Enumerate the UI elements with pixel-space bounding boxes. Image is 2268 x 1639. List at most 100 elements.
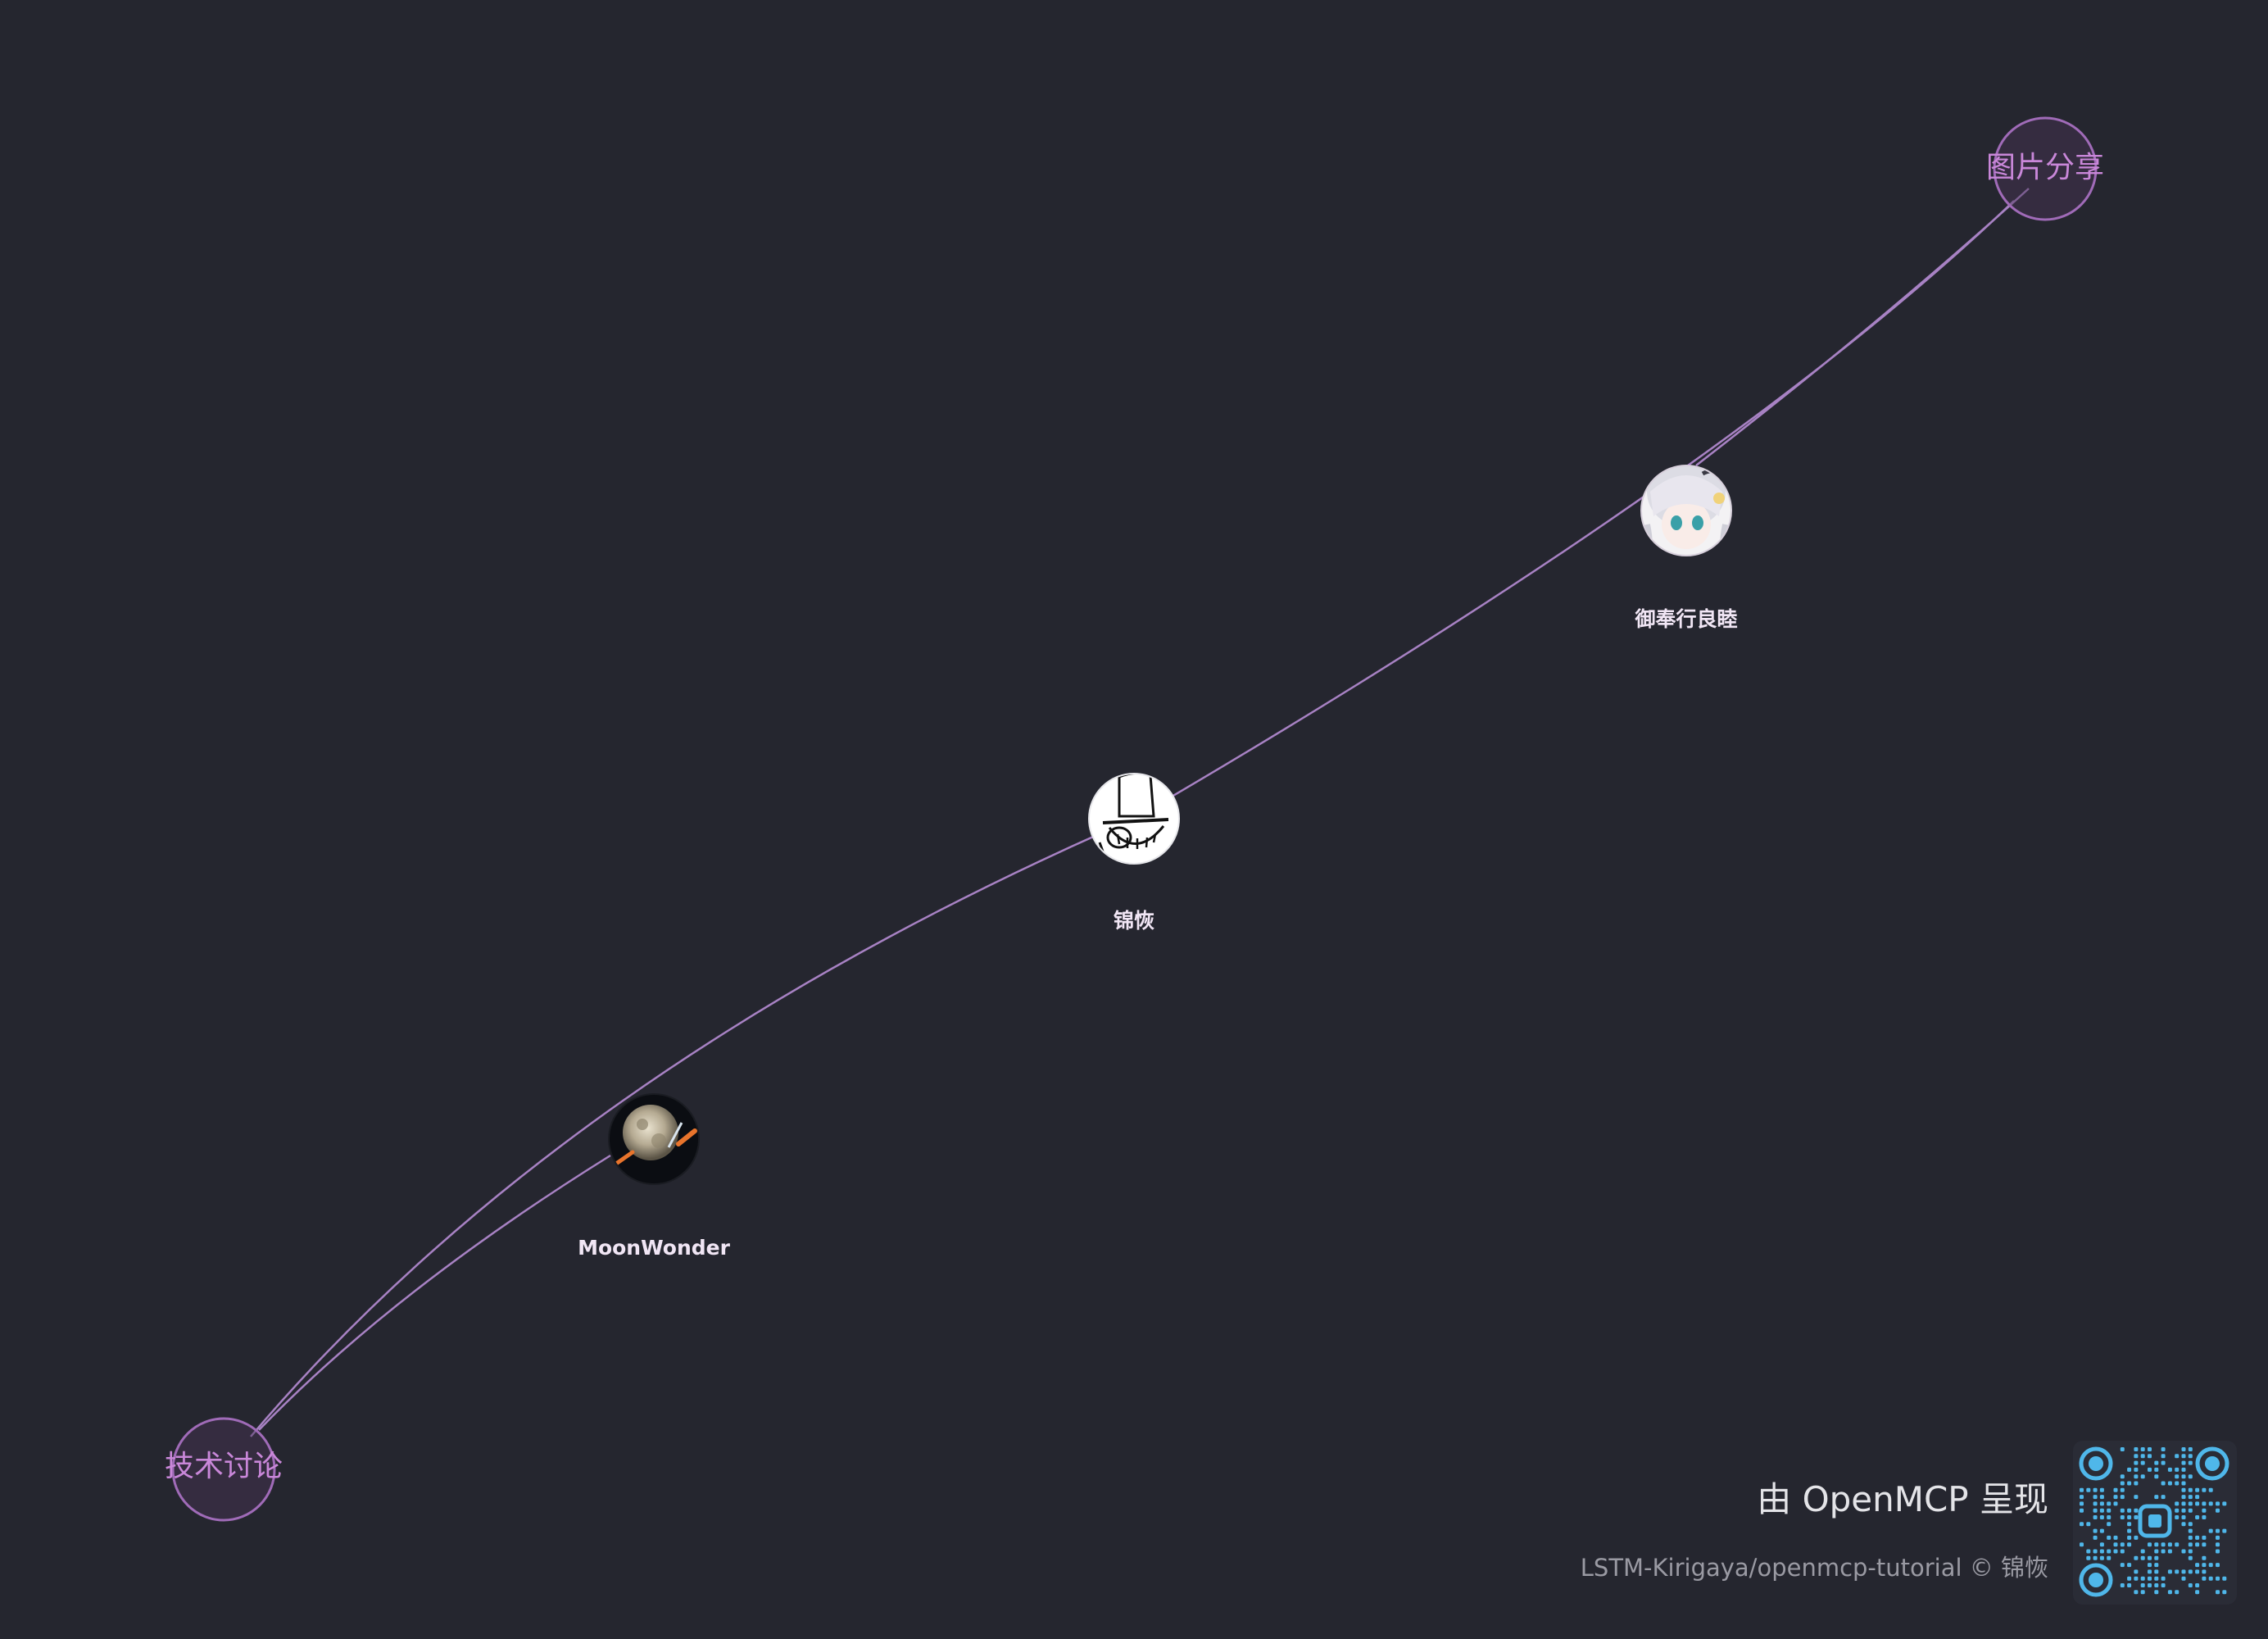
qr-module: [2175, 1590, 2180, 1595]
qr-module: [2099, 1508, 2104, 1513]
qr-module: [2099, 1555, 2104, 1560]
qr-module: [2195, 1590, 2200, 1595]
qr-module: [2161, 1495, 2166, 1500]
qr-module: [2134, 1447, 2139, 1451]
qr-module: [2188, 1535, 2193, 1540]
qr-module: [2202, 1515, 2207, 1519]
qr-module: [2093, 1535, 2098, 1540]
qr-module: [2113, 1549, 2118, 1554]
qr-module: [2175, 1467, 2180, 1472]
qr-module: [2188, 1454, 2193, 1459]
qr-module: [2080, 1508, 2084, 1513]
qr-module: [2099, 1542, 2104, 1547]
qr-module: [2134, 1515, 2139, 1519]
channel-node-pics[interactable]: 图片分享: [1986, 116, 2104, 221]
qr-module: [2188, 1522, 2193, 1527]
qr-module: [2167, 1481, 2172, 1486]
qr-module: [2107, 1555, 2112, 1560]
qr-module: [2195, 1515, 2200, 1519]
qr-module: [2080, 1542, 2084, 1547]
qr-module: [2195, 1487, 2200, 1492]
qr-module: [2154, 1576, 2159, 1581]
qr-module: [2181, 1549, 2186, 1554]
qr-module: [2167, 1549, 2172, 1554]
qr-module: [2216, 1535, 2220, 1540]
qr-module: [2175, 1542, 2180, 1547]
qr-module: [2202, 1542, 2207, 1547]
qr-module: [2175, 1454, 2180, 1459]
qr-module: [2167, 1590, 2172, 1595]
qr-module: [2120, 1495, 2125, 1500]
qr-module: [2099, 1495, 2104, 1500]
qr-module: [2167, 1542, 2172, 1547]
avatar-ring: [1640, 465, 1732, 556]
qr-module: [2188, 1555, 2193, 1560]
user-node-jinhui[interactable]: 锦恢: [1088, 773, 1180, 933]
qr-module: [2154, 1569, 2159, 1574]
qr-module: [2134, 1508, 2139, 1513]
qr-module: [2127, 1535, 2132, 1540]
qr-module: [2216, 1501, 2220, 1506]
qr-module: [2140, 1555, 2145, 1560]
user-node-yuzu[interactable]: 御奉行良睦: [1634, 456, 1738, 631]
qr-module: [2167, 1569, 2172, 1574]
qr-module: [2154, 1460, 2159, 1465]
qr-module: [2120, 1583, 2125, 1587]
qr-module: [2113, 1487, 2118, 1492]
qr-module: [2154, 1549, 2159, 1554]
qr-module: [2140, 1454, 2145, 1459]
qr-module: [2154, 1590, 2159, 1595]
qr-module: [2140, 1447, 2145, 1451]
qr-module: [2195, 1583, 2200, 1587]
qr-module: [2120, 1542, 2125, 1547]
qr-module: [2099, 1501, 2104, 1506]
qr-module: [2107, 1501, 2112, 1506]
qr-module: [2188, 1508, 2193, 1513]
qr-module: [2188, 1487, 2193, 1492]
qr-module: [2202, 1555, 2207, 1560]
qr-module: [2181, 1522, 2186, 1527]
qr-module: [2120, 1447, 2125, 1451]
qr-module: [2148, 1542, 2152, 1547]
qr-module: [2140, 1590, 2145, 1595]
qr-module: [2099, 1549, 2104, 1554]
qr-module: [2181, 1508, 2186, 1513]
qr-module: [2134, 1569, 2139, 1574]
qr-module: [2120, 1549, 2125, 1554]
channel-node-tech[interactable]: 技术讨论: [165, 1417, 283, 1522]
qr-module: [2127, 1508, 2132, 1513]
qr-module: [2093, 1495, 2098, 1500]
qr-module: [2148, 1467, 2152, 1472]
qr-module: [2195, 1501, 2200, 1506]
qr-module: [2167, 1467, 2172, 1472]
qr-module: [2216, 1549, 2220, 1554]
qr-module: [2099, 1487, 2104, 1492]
qr-module: [2148, 1569, 2152, 1574]
qr-module: [2107, 1549, 2112, 1554]
qr-module: [2188, 1460, 2193, 1465]
qr-module: [2134, 1467, 2139, 1472]
qr-module: [2161, 1583, 2166, 1587]
user-node-moon[interactable]: MoonWonder: [578, 1093, 731, 1260]
qr-module: [2188, 1549, 2193, 1554]
qr-module: [2208, 1501, 2213, 1506]
qr-module: [2222, 1501, 2227, 1506]
qr-module: [2222, 1576, 2227, 1581]
qr-module: [2181, 1501, 2186, 1506]
qr-module: [2093, 1487, 2098, 1492]
qr-module: [2148, 1563, 2152, 1568]
qr-module: [2181, 1474, 2186, 1479]
qr-module: [2140, 1576, 2145, 1581]
footer-brand: 由 OpenMCP 呈现: [1757, 1479, 2048, 1519]
footer-credit[interactable]: LSTM-Kirigaya/openmcp-tutorial © 锦恢: [1580, 1554, 2048, 1582]
qr-module: [2208, 1487, 2213, 1492]
edge-tech-jinhui: [250, 817, 1135, 1437]
qr-module: [2107, 1535, 2112, 1540]
qr-module: [2086, 1487, 2091, 1492]
qr-module: [2093, 1508, 2098, 1513]
avatar: [1641, 465, 1731, 556]
qr-module: [2099, 1515, 2104, 1519]
qr-module: [2127, 1576, 2132, 1581]
qr-module: [2127, 1522, 2132, 1527]
